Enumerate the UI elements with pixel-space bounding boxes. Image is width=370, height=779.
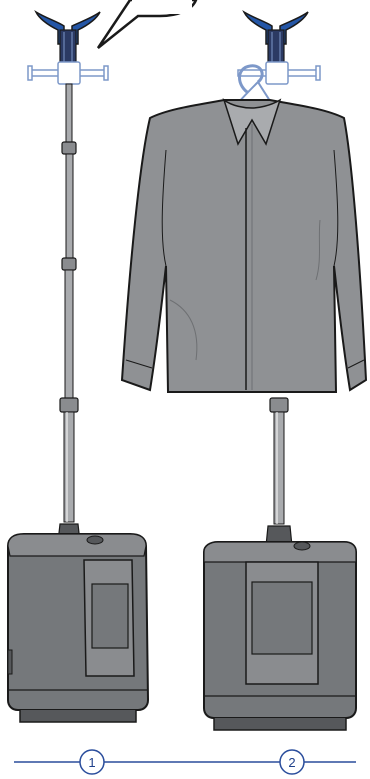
steamer-base-icon [204, 542, 356, 730]
telescopic-pole [266, 398, 292, 546]
steamer-unit-2 [122, 12, 366, 730]
step-2-number: 2 [288, 755, 295, 770]
telescopic-pole [58, 84, 80, 542]
steamer-base-icon [8, 534, 148, 722]
step-1-badge: 1 [80, 750, 104, 774]
garment-hanger-icon [244, 12, 308, 64]
step-1-number: 1 [88, 755, 95, 770]
step-indicator: 1 2 [14, 750, 356, 774]
callout-bubble [98, 0, 196, 48]
pole-bracket-icon [28, 62, 108, 84]
garment-hanger-icon [36, 12, 100, 64]
shirt-icon [122, 100, 366, 392]
step-2-badge: 2 [280, 750, 304, 774]
